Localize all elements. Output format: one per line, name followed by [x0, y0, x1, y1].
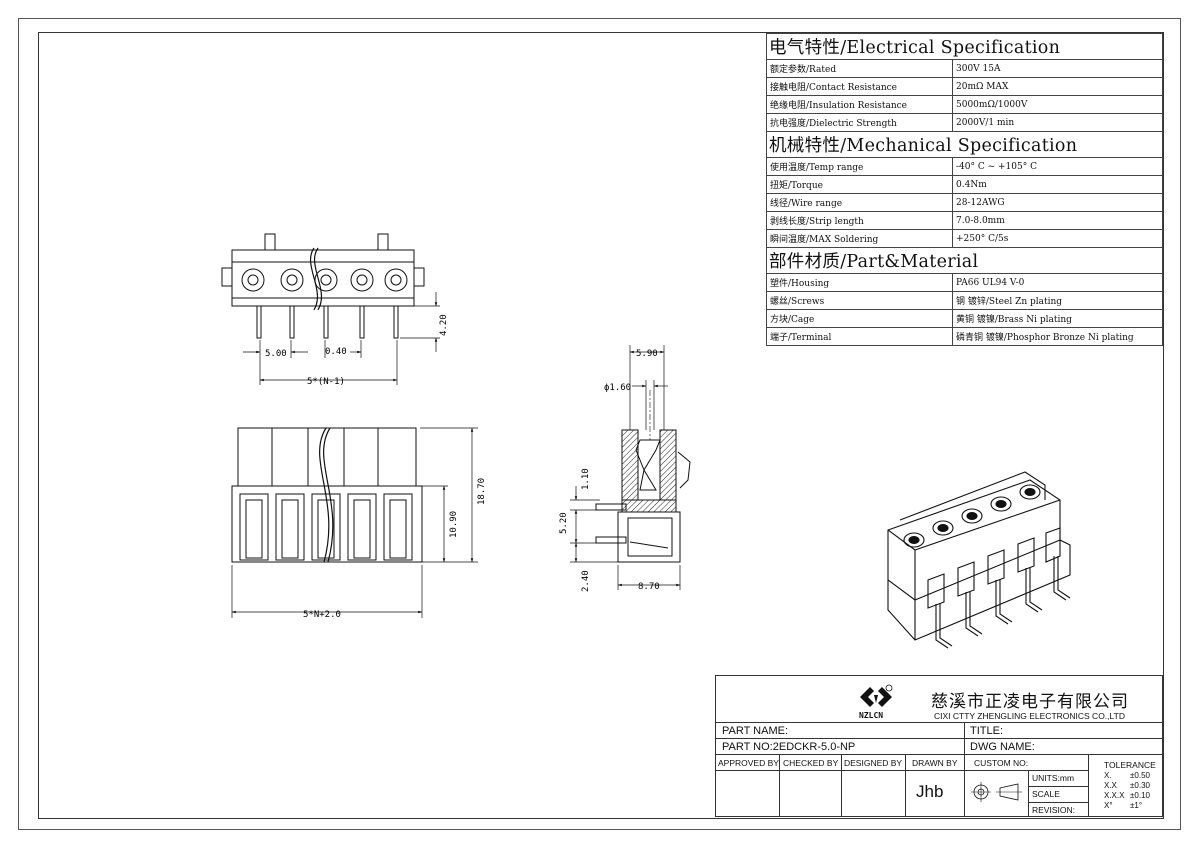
tol-key: X.X.X	[1104, 791, 1125, 800]
checked-by-label: CHECKED BY	[783, 758, 839, 768]
dim-side-b: 5.20	[559, 512, 569, 534]
material-heading: 部件材质/Part&Material	[766, 247, 1163, 274]
projection-symbol-icon	[971, 782, 1022, 802]
electrical-heading: 电气特性/Electrical Specification	[766, 33, 1163, 60]
part-no: PART NO:2EDCKR-5.0-NP	[722, 741, 856, 753]
units-label: UNITS:mm	[1032, 773, 1075, 783]
side-view	[570, 345, 691, 590]
dim-side-a: 1.10	[581, 468, 591, 490]
tol-value: ±0.30	[1130, 781, 1150, 790]
screw-holes	[241, 268, 408, 292]
title-label: TITLE:	[970, 725, 1004, 737]
terminal-slots	[239, 493, 413, 561]
inner-border	[38, 32, 1164, 819]
approved-by-label: APPROVED BY	[718, 758, 779, 768]
dim-pin-len: 4.20	[439, 314, 449, 336]
custom-no-label: CUSTOM NO:	[974, 758, 1029, 768]
designed-by-label: DESIGNED BY	[844, 758, 903, 768]
tolerance-table: X. ±0.50 X.X ±0.30 X.X.X ±0.10 X° ±1°	[1104, 771, 1150, 811]
tol-key: X.X	[1104, 781, 1117, 790]
tolerance-title: TOLERANCE	[1104, 760, 1156, 770]
dim-pin: 0.40	[325, 347, 347, 357]
dim-side-top: 5.90	[636, 349, 658, 359]
top-view	[221, 233, 440, 385]
dim-body-h: 10.90	[449, 511, 459, 538]
company-logo-icon: NZLCN	[859, 684, 893, 720]
dim-span: 5*(N-1)	[307, 377, 345, 387]
dim-height: 18.70	[477, 478, 487, 505]
logo-text: NZLCN	[859, 711, 883, 720]
dim-side-c: 2.40	[581, 570, 591, 592]
scale-label: SCALE	[1032, 789, 1060, 799]
company-name-en: CIXI CTTY ZHENGLING ELECTRONICS CO.,LTD	[934, 711, 1125, 721]
iso-holes	[903, 484, 1041, 548]
tol-key: X°	[1104, 801, 1113, 810]
outer-border	[18, 18, 1181, 830]
specification-table: 电气特性/Electrical Specification 额定参数/Rated…	[766, 33, 1163, 346]
dim-hole-dia: ϕ1.60	[604, 383, 631, 393]
front-view	[231, 427, 478, 618]
dim-side-depth: 8.70	[638, 582, 660, 592]
tol-key: X.	[1104, 771, 1112, 780]
tol-value: ±0.50	[1130, 771, 1150, 780]
tol-value: ±0.10	[1130, 791, 1150, 800]
iso-slots	[927, 527, 1061, 609]
tol-value: ±1°	[1130, 801, 1143, 810]
revision-label: REVISION:	[1032, 805, 1075, 815]
isometric-view	[887, 471, 1071, 649]
dim-width-total: 5*N+2.0	[303, 610, 341, 620]
company-name-cn: 慈溪市正凌电子有限公司	[931, 692, 1129, 712]
spec-value: 磷青铜 镀镍/Phosphor Bronze Ni plating	[952, 327, 1163, 346]
drawn-by-label: DRAWN BY	[912, 758, 958, 768]
part-name-label: PART NAME:	[722, 725, 789, 737]
title-block: NZLCN 慈溪市正凌电子有限公司 CIXI CTTY ZHENGLING EL…	[715, 675, 1163, 817]
mechanical-heading: 机械特性/Mechanical Specification	[766, 131, 1163, 158]
drawn-by-value: Jhb	[916, 782, 944, 801]
pins-top	[256, 305, 399, 339]
dwg-name-label: DWG NAME:	[970, 741, 1035, 753]
iso-pins	[935, 556, 1071, 649]
dim-pitch: 5.00	[265, 349, 287, 359]
